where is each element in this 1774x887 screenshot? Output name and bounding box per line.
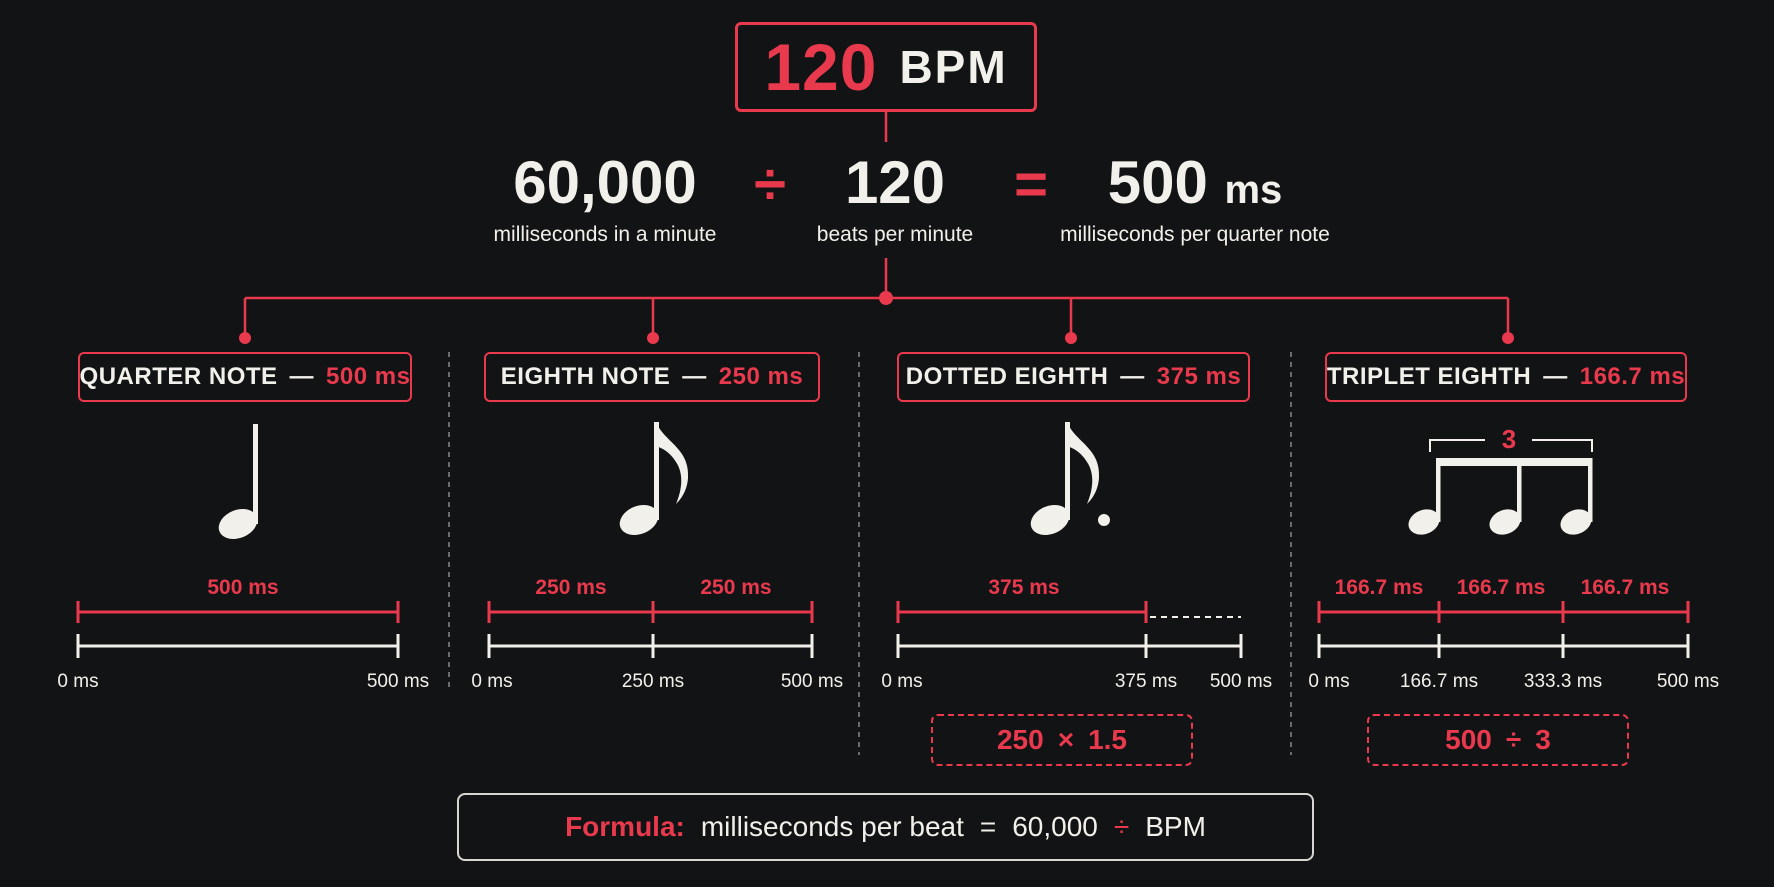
triplet-node-dot: [1502, 332, 1514, 344]
formula-box: Formula: milliseconds per beat = 60,000 …: [457, 793, 1314, 861]
eighth-note-icon: [619, 422, 689, 535]
eighth-note-duration: 250 ms: [718, 363, 804, 390]
result-unit: ms: [1224, 168, 1283, 212]
tick-label: 0 ms: [57, 671, 99, 692]
dotted-calc-box: 250 × 1.5: [931, 714, 1193, 766]
quarter-note-name: QUARTER NOTE: [79, 363, 278, 390]
tick-label: 500 ms: [1656, 671, 1720, 692]
calc-operator: ×: [1057, 724, 1075, 755]
eighth-timeline: [487, 601, 814, 658]
divide-symbol: ÷: [754, 152, 786, 217]
tick-label: 500 ms: [366, 671, 430, 692]
segment-label: 166.7 ms: [1334, 576, 1424, 599]
triplet-eighth-notes-icon: [1408, 458, 1593, 535]
bpm-value: 120: [764, 30, 878, 104]
formula-key: Formula:: [565, 811, 685, 842]
calc-operand: 500: [1445, 724, 1492, 755]
dotted-eighth-label: DOTTED EIGHTH — 375 ms: [897, 352, 1250, 402]
bpm-unit: BPM: [899, 41, 1008, 93]
tick-label: 250 ms: [621, 671, 685, 692]
dotted-eighth-name: DOTTED EIGHTH: [905, 363, 1109, 390]
equation-result-label: milliseconds per quarter note: [1060, 223, 1330, 246]
connector-dots: [239, 291, 1514, 344]
column-dividers: [448, 352, 1292, 755]
tick-label: 500 ms: [1209, 671, 1273, 692]
result-value: 500: [1107, 149, 1208, 216]
dotted-timeline: [896, 601, 1243, 658]
eighth-node-dot: [647, 332, 659, 344]
tick-label: 166.7 ms: [1399, 671, 1479, 692]
tick-label: 0 ms: [881, 671, 923, 692]
dotted-node-dot: [1065, 332, 1077, 344]
equation-dividend: 60,000: [513, 149, 697, 216]
tick-label: 375 ms: [1114, 671, 1178, 692]
segment-label: 250 ms: [535, 576, 607, 599]
formula-equals: =: [979, 811, 997, 842]
calc-operand: 3: [1535, 724, 1551, 755]
triplet-number: 3: [1501, 424, 1517, 454]
formula-divisor: BPM: [1145, 811, 1206, 842]
label-dash: —: [1120, 363, 1145, 390]
quarter-node-dot: [239, 332, 251, 344]
dotted-eighth-duration: 375 ms: [1156, 363, 1242, 390]
tick-label: 0 ms: [471, 671, 513, 692]
quarter-note-duration: 500 ms: [326, 363, 411, 390]
segment-label: 166.7 ms: [1456, 576, 1546, 599]
calc-operand: 1.5: [1088, 724, 1127, 755]
tick-label: 333.3 ms: [1523, 671, 1603, 692]
calc-operator: ÷: [1505, 724, 1522, 755]
triplet-eighth-label: TRIPLET EIGHTH — 166.7 ms: [1325, 352, 1687, 402]
formula-divide-symbol: ÷: [1113, 811, 1130, 842]
triplet-calc-box: 500 ÷ 3: [1367, 714, 1629, 766]
branch-node-dot: [879, 291, 893, 305]
dotted-eighth-note-icon: [1030, 422, 1110, 535]
equals-symbol: =: [1014, 152, 1048, 217]
triplet-eighth-name: TRIPLET EIGHTH: [1326, 363, 1532, 390]
quarter-timeline: [76, 601, 400, 658]
label-dash: —: [1543, 363, 1568, 390]
equation-result: 500 ms: [1095, 153, 1295, 213]
quarter-note-label: QUARTER NOTE — 500 ms: [78, 352, 412, 402]
calc-operand: 250: [996, 724, 1044, 755]
segment-label: 250 ms: [700, 576, 772, 599]
tick-label: 500 ms: [780, 671, 844, 692]
triplet-bracket: [1429, 439, 1593, 452]
segment-label: 375 ms: [988, 576, 1060, 599]
segment-label: 166.7 ms: [1580, 576, 1670, 599]
tick-label: 0 ms: [1308, 671, 1350, 692]
segment-label: 500 ms: [207, 576, 279, 599]
label-dash: —: [289, 363, 315, 390]
bpm-box: 120 BPM: [735, 22, 1037, 112]
formula-lhs: milliseconds per beat: [700, 811, 964, 842]
label-dash: —: [682, 363, 707, 390]
equation-divisor-label: beats per minute: [816, 223, 974, 246]
triplet-beam: [1436, 458, 1592, 466]
equation-dividend-label: milliseconds in a minute: [493, 223, 717, 246]
triplet-eighth-duration: 166.7 ms: [1579, 363, 1686, 390]
formula-dividend: 60,000: [1012, 811, 1098, 842]
connector-tree: [243, 112, 1510, 338]
equation-divisor: 120: [844, 149, 946, 216]
eighth-note-name: EIGHTH NOTE: [500, 363, 671, 390]
eighth-note-label: EIGHTH NOTE — 250 ms: [484, 352, 820, 402]
quarter-note-icon: [218, 424, 258, 539]
triplet-timeline: [1317, 601, 1690, 658]
